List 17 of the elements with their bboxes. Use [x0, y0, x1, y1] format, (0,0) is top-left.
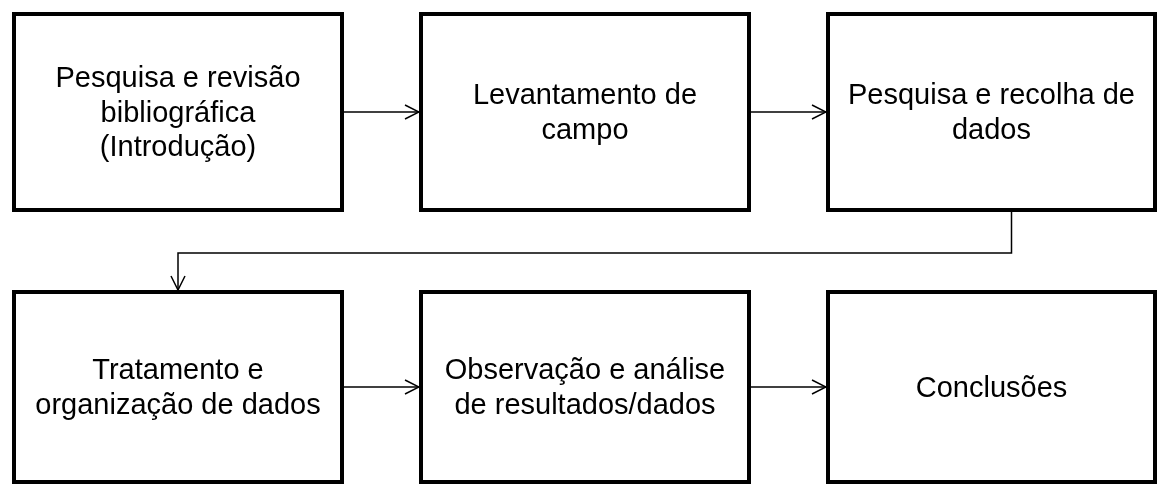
arrow	[343, 379, 420, 395]
arrow	[170, 211, 1013, 291]
arrow	[343, 104, 420, 120]
process-box	[826, 12, 1157, 212]
box-label: Conclusões	[915, 369, 1068, 405]
box-label: Observação e análise de resultados/dados	[443, 352, 727, 422]
arrow	[750, 104, 827, 120]
process-box	[419, 290, 751, 484]
process-box	[826, 290, 1157, 484]
arrow	[750, 379, 827, 395]
process-box	[12, 290, 344, 484]
process-box	[419, 12, 751, 212]
process-box	[12, 12, 344, 212]
box-label: Tratamento e organização de dados	[34, 352, 322, 422]
box-label: Pesquisa e recolha de dados	[847, 77, 1136, 147]
box-label: Pesquisa e revisão bibliográfica (Introdução)	[54, 59, 302, 165]
box-label: Levantamento de campo	[471, 77, 699, 147]
